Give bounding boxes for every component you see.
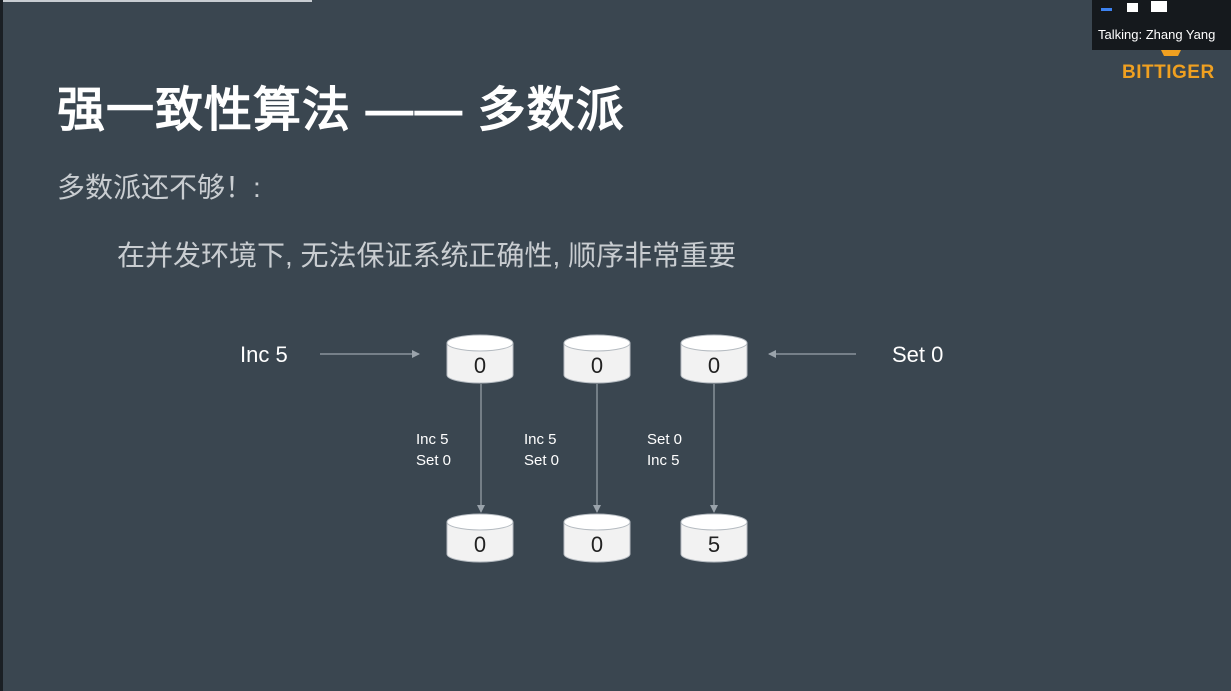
minimize-view-button[interactable]	[1127, 3, 1138, 12]
replica-2-final-value: 0	[591, 532, 603, 557]
replica-3-initial-value: 0	[708, 353, 720, 378]
top-edge-line	[0, 0, 312, 2]
left-edge-line	[0, 0, 3, 691]
bittiger-logo: BITTIGER	[1122, 62, 1215, 84]
replica-2-final-node: 0	[563, 513, 631, 563]
replica-1-initial-value: 0	[474, 353, 486, 378]
replica-2-initial-node: 0	[563, 334, 631, 384]
replica-2-op-2: Set 0	[524, 452, 559, 469]
meeting-overlay: Talking: Zhang Yang	[1092, 0, 1231, 50]
replica-2-op-1: Inc 5	[524, 431, 557, 448]
replica-3-op-2: Inc 5	[647, 452, 680, 469]
replica-1-final-value: 0	[474, 532, 486, 557]
replica-3-final-value: 5	[708, 532, 720, 557]
replica-3-final-node: 5	[680, 513, 748, 563]
replica-1-op-2: Set 0	[416, 452, 451, 469]
right-client-label: Set 0	[892, 342, 943, 367]
replica-1-final-node: 0	[446, 513, 514, 563]
slide-bullet: 在并发环境下, 无法保证系统正确性, 顺序非常重要	[117, 240, 737, 271]
active-speaker-indicator-icon	[1101, 8, 1112, 11]
restore-view-button[interactable]	[1151, 1, 1167, 12]
talking-indicator: Talking: Zhang Yang	[1098, 27, 1216, 42]
left-client-label: Inc 5	[240, 342, 288, 367]
slide-title: 强一致性算法 —— 多数派	[57, 84, 625, 137]
replica-2-initial-value: 0	[591, 353, 603, 378]
slide-subtitle: 多数派还不够！:	[57, 172, 261, 203]
replica-1-op-1: Inc 5	[416, 431, 449, 448]
logo-bit: BIT	[1122, 62, 1155, 83]
replica-3-op-1: Set 0	[647, 431, 682, 448]
replica-1-initial-node: 0	[446, 334, 514, 384]
logo-tiger: TIGER	[1154, 62, 1215, 83]
bittiger-logo-mark-icon	[1160, 48, 1182, 56]
replica-3-initial-node: 0	[680, 334, 748, 384]
